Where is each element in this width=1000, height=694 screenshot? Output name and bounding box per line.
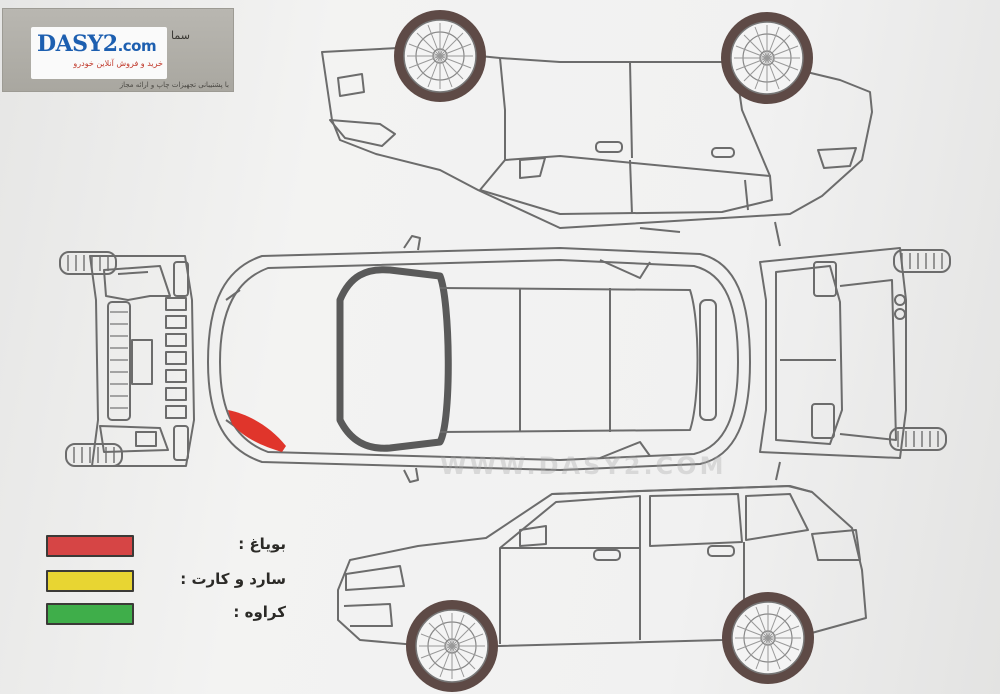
car-front-view <box>59 251 195 467</box>
logo-panel <box>31 27 167 79</box>
wheel-lower-front <box>405 599 499 693</box>
wheel-upper-rear <box>393 9 487 103</box>
legend-label-repaint: سارد و کارت : <box>180 570 286 588</box>
legend-item-original: کراوه : <box>46 603 283 625</box>
logo-subtitle-bottom: با پشتیبانی تجهیزات چاپ و ارائه مجاز <box>119 81 229 89</box>
damage-mark <box>228 410 286 452</box>
watermark: WWW.DASY2.COM <box>440 452 727 480</box>
car-side-view-lower <box>337 461 867 647</box>
car-side-view-upper <box>321 47 873 247</box>
wheel-lower-rear <box>721 591 815 685</box>
legend-swatch-yellow <box>46 570 134 592</box>
legend-item-repaint: سارد و کارت : <box>46 570 283 592</box>
legend-label-paint: بویاغ : <box>238 535 286 553</box>
logo-box: DASY2.com خرید و فروش آنلاین خودرو سما ب… <box>2 8 234 92</box>
logo-brand: DASY2.com <box>37 31 157 57</box>
car-top-view <box>207 235 751 483</box>
legend-label-original: کراوه : <box>233 603 286 621</box>
legend-swatch-red <box>46 535 134 557</box>
legend-item-paint: بویاغ : <box>46 535 283 557</box>
logo-brand-domain: .com <box>117 37 157 55</box>
legend-swatch-green <box>46 603 134 625</box>
wheel-upper-front <box>720 11 814 105</box>
logo-brand-main: DASY2 <box>37 31 118 57</box>
car-rear-view <box>759 247 951 459</box>
logo-tagline: خرید و فروش آنلاین خودرو <box>73 59 163 68</box>
logo-subtitle-top: سما <box>171 29 190 42</box>
